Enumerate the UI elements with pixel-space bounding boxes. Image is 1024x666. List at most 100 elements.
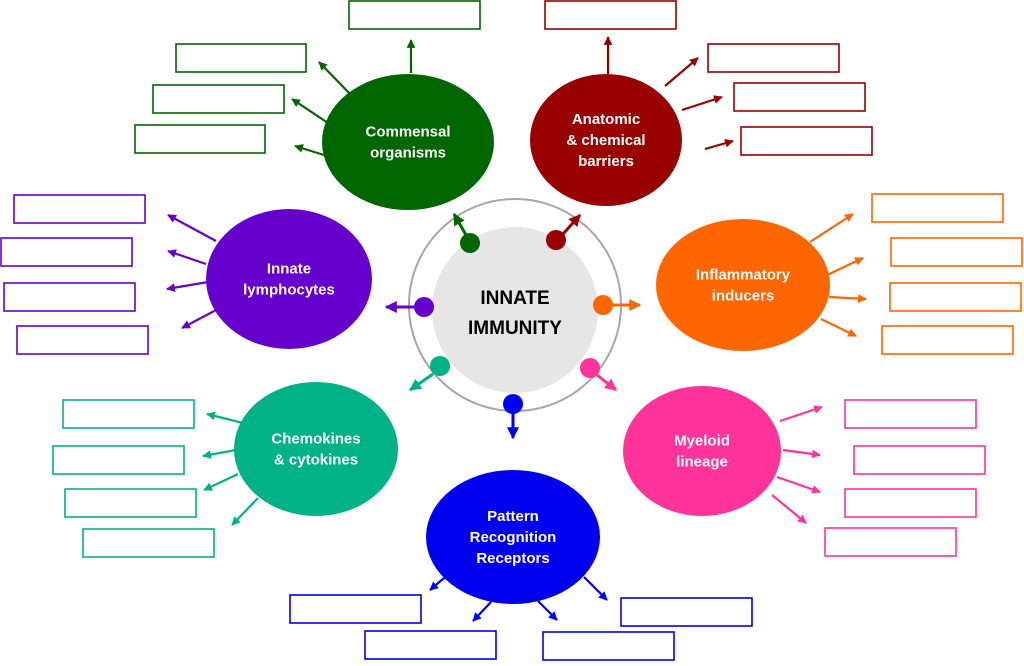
chemokines-spoke-arrow — [203, 473, 239, 491]
inflammatory-spoke-arrow — [809, 213, 854, 243]
chemokines-spoke-arrow — [231, 497, 259, 526]
commensal-node — [322, 74, 494, 210]
myeloid-blank-box[interactable] — [844, 488, 977, 518]
myeloid-connector-arrow — [596, 373, 617, 392]
myeloid-connector-dot — [580, 358, 600, 378]
anatomic-blank-box[interactable] — [707, 43, 840, 73]
anatomic-blank-box[interactable] — [740, 126, 873, 156]
commensal-spoke-arrow — [318, 61, 353, 97]
chemokines-blank-box[interactable] — [82, 528, 215, 558]
inflammatory-label: Inflammatory inducers — [696, 267, 791, 305]
anatomic-label: Anatomic & chemical barriers — [566, 111, 645, 170]
prr-blank-box[interactable] — [542, 631, 675, 661]
commensal-blank-box[interactable] — [175, 43, 307, 73]
myeloid-spoke-arrow — [779, 405, 823, 423]
commensal-blank-box[interactable] — [348, 0, 481, 30]
prr-blank-box[interactable] — [364, 630, 497, 660]
inflammatory-blank-box[interactable] — [881, 325, 1014, 355]
lymphocytes-spoke-arrow — [167, 214, 217, 242]
center-title: INNATE IMMUNITY — [468, 288, 562, 339]
myeloid-blank-box[interactable] — [853, 445, 986, 475]
chemokines-connector-dot — [430, 356, 450, 376]
anatomic-connector-arrow — [561, 213, 582, 236]
prr-spoke-arrow — [472, 601, 492, 622]
prr-blank-box[interactable] — [620, 597, 753, 627]
myeloid-blank-box[interactable] — [824, 527, 957, 557]
chemokines-blank-box[interactable] — [64, 488, 197, 518]
anatomic-label-line: Anatomic — [572, 111, 640, 128]
lymphocytes-spoke-arrow — [181, 308, 219, 329]
inflammatory-label-line: inducers — [712, 288, 775, 305]
commensal-label: Commensal organisms — [365, 124, 450, 162]
commensal-spoke-arrow — [291, 98, 329, 124]
anatomic-label-line: barriers — [578, 153, 634, 170]
lymphocytes-node — [206, 209, 372, 349]
anatomic-spoke-arrow — [704, 138, 734, 151]
commensal-spoke-arrow — [294, 144, 325, 157]
commensal-blank-box[interactable] — [152, 84, 285, 114]
prr-spoke-arrow — [537, 600, 558, 621]
lymphocytes-blank-box[interactable] — [13, 194, 146, 224]
chemokines-blank-box[interactable] — [52, 445, 185, 475]
commensal-connector-dot — [460, 233, 480, 253]
prr-label-line: Pattern — [487, 508, 539, 525]
lymphocytes-label-line: lymphocytes — [243, 282, 335, 299]
prr-node — [426, 470, 600, 604]
inflammatory-connector-dot — [593, 295, 613, 315]
chemokines-spoke-arrow — [206, 411, 244, 425]
lymphocytes-spoke-arrow — [167, 249, 207, 266]
inflammatory-blank-box[interactable] — [890, 237, 1023, 267]
lymphocytes-label-line: Innate — [267, 261, 311, 278]
lymphocytes-connector-dot — [414, 297, 434, 317]
prr-label-line: Recognition — [470, 529, 557, 546]
inflammatory-spoke-arrow — [824, 257, 864, 277]
myeloid-label-line: lineage — [676, 454, 728, 471]
prr-blank-box[interactable] — [289, 594, 422, 624]
prr-spoke-arrow — [583, 576, 608, 601]
myeloid-spoke-arrow — [776, 475, 821, 494]
anatomic-spoke-arrow — [681, 95, 723, 112]
chemokines-label-line: & cytokines — [274, 452, 358, 469]
prr-connector-dot — [503, 394, 523, 414]
inflammatory-label-line: Inflammatory — [696, 267, 791, 284]
commensal-blank-box[interactable] — [134, 124, 266, 154]
myeloid-label: Myeloid lineage — [674, 433, 730, 471]
myeloid-spoke-arrow — [771, 494, 807, 524]
lymphocytes-spoke-arrow — [166, 280, 209, 293]
anatomic-blank-box[interactable] — [733, 82, 866, 112]
anatomic-node — [530, 74, 682, 206]
lymphocytes-label: Innate lymphocytes — [243, 261, 335, 299]
inflammatory-node — [656, 219, 830, 351]
center-disc — [432, 227, 598, 393]
center-title-line: IMMUNITY — [468, 318, 562, 339]
prr-label-line: Receptors — [476, 550, 549, 567]
myeloid-node — [623, 386, 781, 516]
center-title-line: INNATE — [480, 288, 549, 309]
commensal-label-line: Commensal — [365, 124, 450, 141]
lymphocytes-blank-box[interactable] — [16, 325, 149, 355]
myeloid-label-line: Myeloid — [674, 433, 730, 450]
chemokines-blank-box[interactable] — [62, 399, 195, 429]
chemokines-label-line: Chemokines — [271, 431, 360, 448]
anatomic-spoke-arrow — [664, 57, 699, 87]
myeloid-spoke-arrow — [782, 448, 821, 459]
inflammatory-blank-box[interactable] — [871, 193, 1004, 223]
anatomic-connector-dot — [546, 230, 566, 250]
chemokines-node — [234, 382, 398, 516]
chemokines-connector-arrow — [409, 372, 434, 392]
inflammatory-spoke-arrow — [828, 294, 867, 303]
commensal-label-line: organisms — [370, 145, 446, 162]
chemokines-label: Chemokines & cytokines — [271, 431, 360, 469]
inflammatory-spoke-arrow — [820, 318, 857, 337]
lymphocytes-blank-box[interactable] — [0, 237, 133, 267]
anatomic-blank-box[interactable] — [544, 0, 677, 30]
inflammatory-blank-box[interactable] — [889, 282, 1022, 312]
myeloid-blank-box[interactable] — [844, 399, 977, 429]
commensal-connector-arrow — [452, 212, 468, 236]
anatomic-label-line: & chemical — [566, 132, 645, 149]
lymphocytes-blank-box[interactable] — [3, 282, 136, 312]
chemokines-spoke-arrow — [202, 448, 237, 459]
